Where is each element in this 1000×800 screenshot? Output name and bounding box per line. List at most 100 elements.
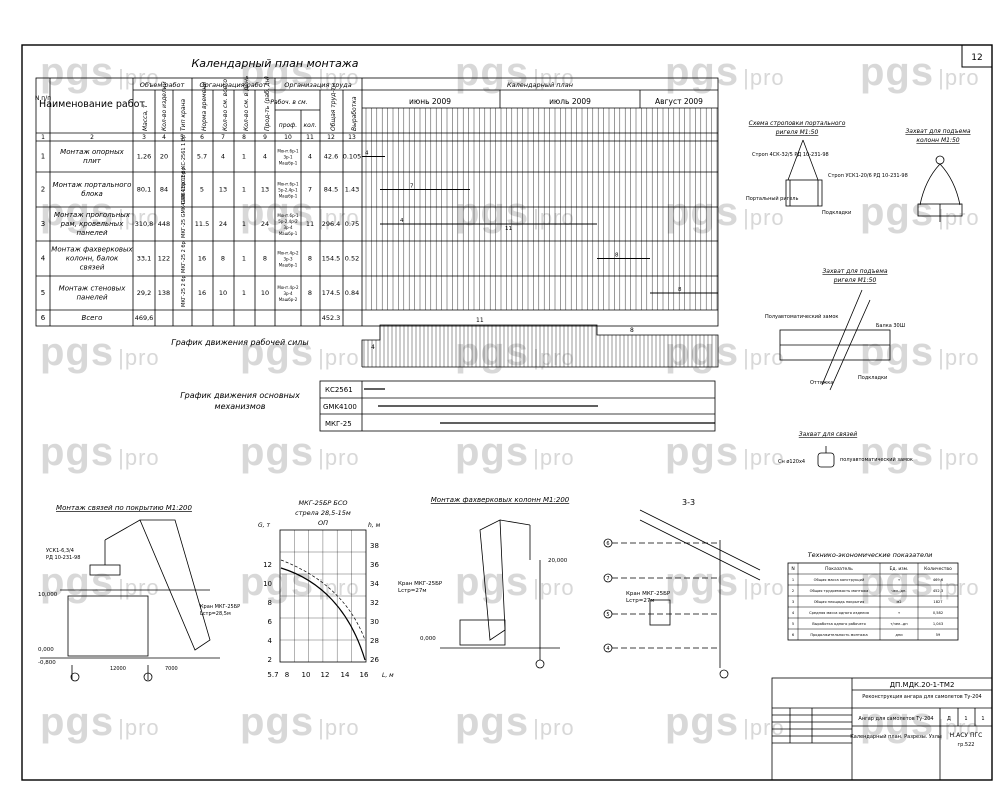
work-name: Монтаж стеновых xyxy=(59,285,127,293)
stamp-group: гр.522 xyxy=(958,742,975,748)
svg-text:ригеля М1:50: ригеля М1:50 xyxy=(775,129,819,136)
tep-cell: 0,582 xyxy=(933,611,943,615)
table-cell: 0.52 xyxy=(345,255,359,263)
svg-text:L, м: L, м xyxy=(382,672,394,679)
gantt-label: 4 xyxy=(400,218,404,224)
detail-column-grip: Захват для подъема колонн М1:50 xyxy=(905,128,971,222)
gantt-label: 4 xyxy=(365,151,369,157)
watermark: pgs|pro xyxy=(860,190,980,234)
watermark: pgs|pro xyxy=(665,700,785,744)
column-number: 6 xyxy=(200,134,204,141)
table-cell: 154.5 xyxy=(322,255,341,263)
work-name: Всего xyxy=(82,314,103,322)
cnt-all-header: Кол-во см. всего xyxy=(222,79,229,131)
watermark: pgs|pro xyxy=(860,330,980,374)
table-cell: 1.43 xyxy=(345,186,359,194)
tep-cell: 469,6 xyxy=(933,578,944,582)
tep-cell: т/чел.-дн xyxy=(890,622,908,626)
work-name: Монтаж прогольных xyxy=(54,211,131,219)
gantt-label: 11 xyxy=(505,226,512,232)
column-installation-drawing: Монтаж фахверковых колонн М1:200 Кран МК… xyxy=(398,496,570,669)
cap-y2tick: 36 xyxy=(370,561,379,569)
stamp-project: Реконструкция ангара для самолетов Ту-20… xyxy=(862,694,981,700)
svg-text:Монтаж фахверковых колонн М1:2: Монтаж фахверковых колонн М1:200 xyxy=(431,496,570,504)
table-cell: 11.5 xyxy=(195,220,209,228)
table-cell: 122 xyxy=(158,255,170,263)
table-cell: 29,2 xyxy=(137,289,151,297)
prof-cell: Монт.6р-1 xyxy=(277,149,299,154)
table-cell: 8 xyxy=(308,289,312,297)
column-number: 5 xyxy=(180,134,184,141)
watermark: pgs|pro xyxy=(240,50,360,94)
watermark: pgs|pro xyxy=(860,50,980,94)
labor-graph-title: График движения рабочей силы xyxy=(171,338,308,347)
table-cell: 174.5 xyxy=(322,289,341,297)
labor-graph-hatch xyxy=(363,325,717,367)
table-cell: 1 xyxy=(242,186,246,194)
month-june: июнь 2009 xyxy=(409,97,451,106)
watermark: pgs|pro xyxy=(665,190,785,234)
tep-frame xyxy=(787,562,959,641)
watermark: pgs|pro xyxy=(455,560,575,604)
table-cell: 1,26 xyxy=(137,153,151,161)
crane-cell: МКГ-25 2 бр xyxy=(181,275,187,307)
svg-text:Технико-экономические показате: Технико-экономические показатели xyxy=(808,551,933,559)
prof-cell: Монт.4р-2 xyxy=(277,285,299,290)
svg-text:Портальный ригель: Портальный ригель xyxy=(746,195,798,202)
tep-cell: 1827 xyxy=(933,600,942,604)
cap-ytick: 12 xyxy=(263,561,272,569)
svg-text:МКГ-25БР БСО: МКГ-25БР БСО xyxy=(298,499,347,507)
cap-ytick: 4 xyxy=(268,637,273,645)
prof-cell: Машбр-1 xyxy=(279,263,298,268)
cap-ytick: 10 xyxy=(263,580,272,588)
table-cell: 4 xyxy=(221,153,225,161)
gantt-label: 7 xyxy=(410,184,414,190)
work-name: блока xyxy=(81,190,103,198)
labor-value-2: 11 xyxy=(476,317,484,324)
row-num: 5 xyxy=(41,289,45,297)
work-name: Монтаж опорных xyxy=(60,148,124,156)
work-name: плит xyxy=(83,157,102,165)
tep-cell: 5 xyxy=(792,622,794,626)
svg-text:Кран МКГ-25БР: Кран МКГ-25БР xyxy=(398,581,443,587)
crane-cell: GMK4100 1 бр xyxy=(181,167,187,204)
svg-text:12000: 12000 xyxy=(110,666,126,672)
tep-cell: Показатель xyxy=(825,566,853,572)
tep-cell: 2 xyxy=(792,589,794,593)
table-cell: 5.7 xyxy=(197,153,207,161)
svg-text:Lстр=27м: Lстр=27м xyxy=(626,598,655,604)
tep-cell: Количество xyxy=(924,566,952,572)
labor-value-3: 8 xyxy=(630,327,634,334)
svg-text:Захват для связей: Захват для связей xyxy=(799,431,858,438)
svg-text:3-3: 3-3 xyxy=(682,498,695,507)
tep-cell: 6 xyxy=(792,633,795,637)
prof-header: проф. xyxy=(279,122,298,129)
row-num: 3 xyxy=(41,220,45,228)
table-cell: 0.105 xyxy=(343,153,362,161)
labor-value-1: 4 xyxy=(371,344,375,351)
svg-text:ОП: ОП xyxy=(318,519,328,527)
table-cell: 84.5 xyxy=(324,186,338,194)
svg-text:Монтаж связей по покрытию М1:2: Монтаж связей по покрытию М1:200 xyxy=(56,504,192,512)
column-number: 2 xyxy=(90,134,94,141)
watermark: pgs|pro xyxy=(40,330,160,374)
out-header: Выработка xyxy=(351,96,358,131)
tep-cell: 1 xyxy=(792,578,794,582)
watermark: pgs|pro xyxy=(240,330,360,374)
watermark: pgs|pro xyxy=(665,50,785,94)
qty-header: кол. xyxy=(303,122,316,129)
column-number: 3 xyxy=(142,134,146,141)
count-header: Кол-во изделий xyxy=(161,81,168,131)
column-number: 11 xyxy=(306,134,314,141)
mech-3: МКГ-25 xyxy=(325,420,352,428)
cap-y2tick: 26 xyxy=(370,656,379,664)
col-name-header: Наименование работ xyxy=(39,99,145,110)
tep-cell: N xyxy=(791,566,794,572)
cap-y2tick: 34 xyxy=(370,580,379,588)
watermark: pgs|pro xyxy=(240,560,360,604)
watermark: pgs|pro xyxy=(40,700,160,744)
watermark: pgs|pro xyxy=(40,430,160,474)
